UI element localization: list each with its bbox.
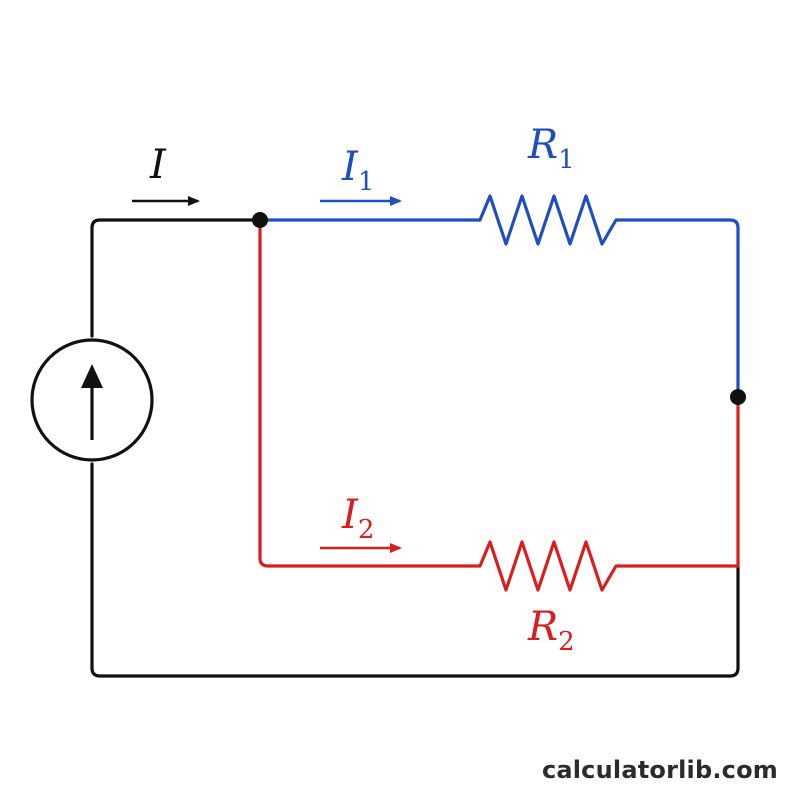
label-source-current: I: [149, 142, 167, 188]
branch-2-wire: [258, 218, 740, 592]
junction-dot-left: [252, 212, 268, 228]
label-resistor-1: R1: [527, 122, 575, 175]
branch-1-wire: [258, 194, 740, 399]
current-source-arrow-up-icon: [81, 364, 103, 440]
junction-dot-right: [730, 389, 746, 405]
main-wire-top-left: [90, 218, 262, 338]
label-current-1: I1: [341, 144, 374, 197]
label-resistor-2: R2: [527, 604, 575, 657]
label-current-2: I2: [341, 492, 374, 545]
watermark: calculatorlib.com: [541, 756, 778, 784]
main-wire-bottom: [90, 462, 740, 678]
